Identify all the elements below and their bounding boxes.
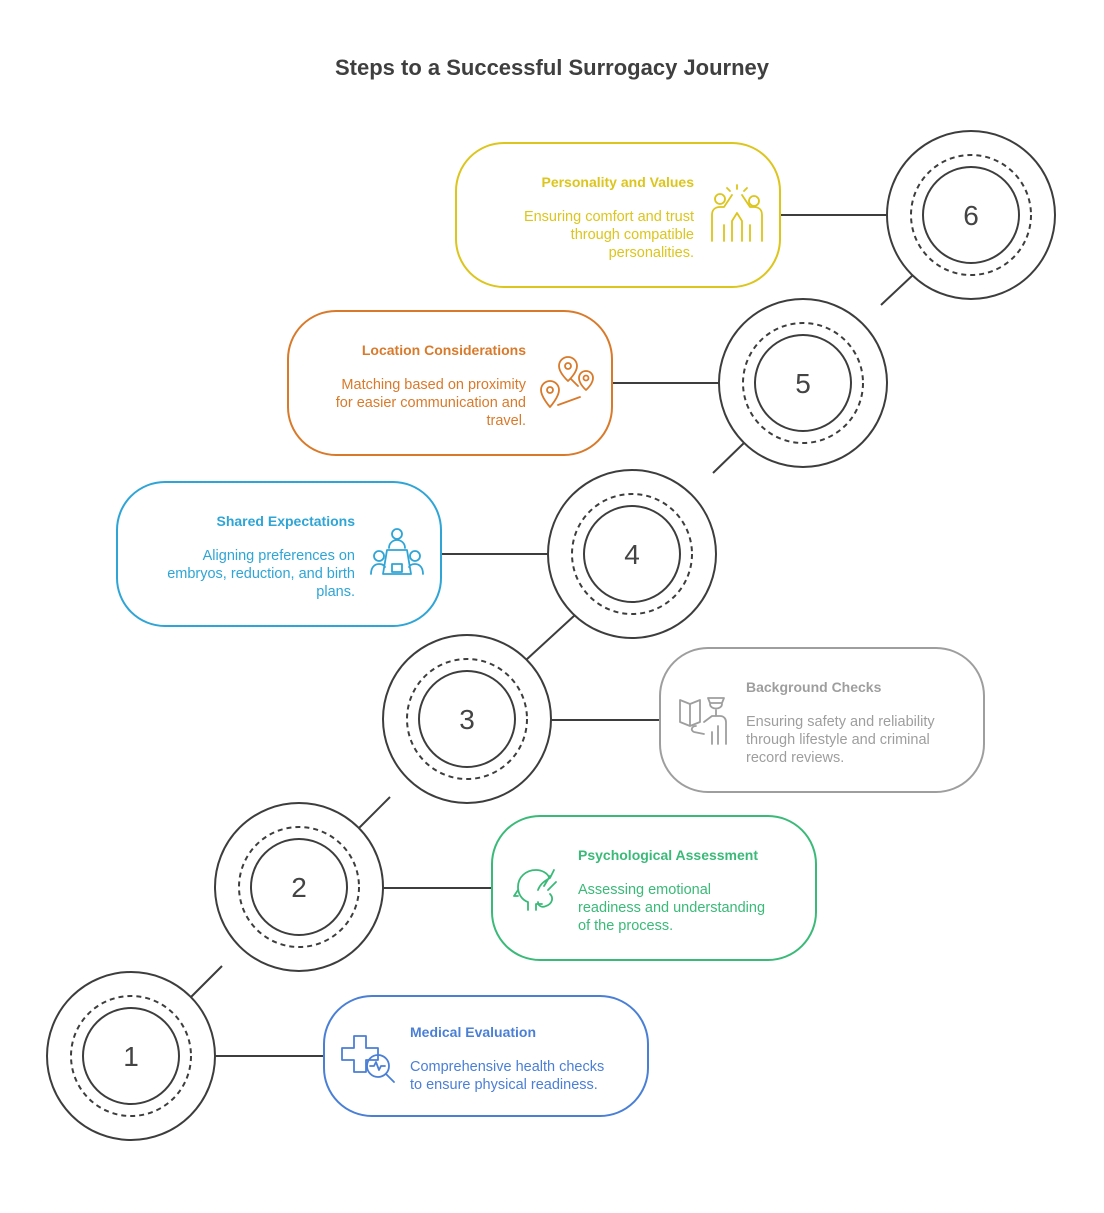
step-description-line: record reviews.	[746, 750, 844, 766]
step-title: Personality and Values	[541, 174, 694, 190]
step-description-line: Ensuring comfort and trust	[524, 209, 694, 225]
step-dashed-ring	[70, 995, 192, 1117]
step-description-line: through lifestyle and criminal	[746, 732, 930, 748]
connector-tail	[712, 441, 746, 474]
step-number: 6	[963, 200, 979, 231]
step-description-line: through compatible	[571, 227, 694, 243]
meeting-table-icon	[370, 528, 424, 575]
step-number: 5	[795, 368, 811, 399]
step-title: Medical Evaluation	[410, 1024, 536, 1040]
step-description-line: to ensure physical readiness.	[410, 1077, 598, 1093]
connector-tail	[190, 965, 223, 998]
map-pins-icon	[540, 356, 594, 408]
connector-tail	[525, 614, 576, 661]
step-description-line: for easier communication and	[336, 395, 526, 411]
step-dashed-ring	[238, 826, 360, 948]
step-inner-circle	[250, 838, 348, 936]
step-title: Psychological Assessment	[578, 847, 758, 863]
step-description-line: readiness and understanding	[578, 900, 765, 916]
step-dashed-ring	[406, 658, 528, 780]
step-description-line: of the process.	[578, 918, 673, 934]
step-description-line: Comprehensive health checks	[410, 1059, 604, 1075]
step-inner-circle	[922, 166, 1020, 264]
diagram-title: Steps to a Successful Surrogacy Journey	[335, 55, 770, 80]
step-title: Background Checks	[746, 679, 882, 695]
step-dashed-ring	[571, 493, 693, 615]
step-card	[116, 481, 442, 627]
step-description-line: embryos, reduction, and birth	[167, 566, 355, 582]
step-description-line: Ensuring safety and reliability	[746, 714, 935, 730]
step-inner-circle	[754, 334, 852, 432]
step-card	[491, 815, 817, 961]
step-title: Location Considerations	[362, 342, 526, 358]
step-title: Shared Expectations	[217, 513, 356, 529]
medical-cross-monitor-icon	[341, 1035, 395, 1083]
connector-tail	[880, 273, 915, 306]
step-description-line: travel.	[487, 413, 527, 429]
step-dashed-ring	[742, 322, 864, 444]
step-inner-circle	[583, 505, 681, 603]
step-dashed-ring	[910, 154, 1032, 276]
step-card	[455, 142, 781, 288]
connector-tail	[358, 796, 391, 829]
high-five-icon	[711, 184, 763, 242]
step-description-line: plans.	[316, 584, 355, 600]
step-number: 3	[459, 704, 475, 735]
step-description-line: Assessing emotional	[578, 882, 711, 898]
step-card	[659, 647, 985, 793]
step-number: 2	[291, 872, 307, 903]
officer-document-icon	[679, 697, 727, 745]
step-number: 1	[123, 1041, 139, 1072]
step-description-line: Matching based on proximity	[341, 377, 526, 393]
step-inner-circle	[418, 670, 516, 768]
step-description-line: personalities.	[609, 245, 694, 261]
step-inner-circle	[82, 1007, 180, 1105]
step-card	[287, 310, 613, 456]
step-description-line: Aligning preferences on	[203, 548, 355, 564]
step-card	[323, 995, 649, 1117]
head-hand-icon	[513, 869, 557, 911]
step-number: 4	[624, 539, 640, 570]
